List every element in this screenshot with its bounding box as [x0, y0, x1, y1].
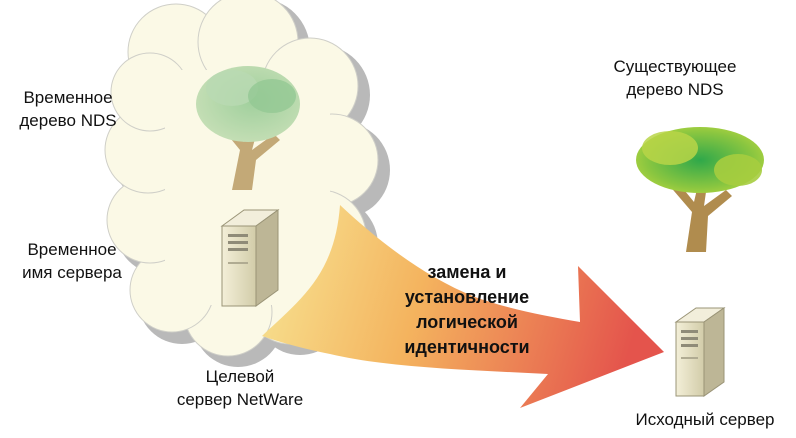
temp-tree-label-line2: дерево NDS [19, 111, 117, 130]
temp-server-name-line1: Временное [27, 240, 117, 259]
existing-tree-label-line2: дерево NDS [626, 80, 724, 99]
source-server-label: Исходный сервер [635, 410, 775, 429]
existing-tree-label-line1: Существующее [613, 57, 737, 76]
tree-icon [196, 66, 300, 190]
target-server-label-line2: сервер NetWare [176, 390, 304, 409]
temp-server-name-label: Временное имя сервера [12, 238, 132, 284]
server-icon [674, 307, 726, 397]
arrow-shape [262, 205, 664, 408]
arrow-caption-line3: логической [416, 312, 518, 332]
arrow-caption-line1: замена и [427, 262, 507, 282]
temp-server-name-line2: имя сервера [22, 263, 122, 282]
temp-tree-label: Временное дерево NDS [8, 86, 128, 132]
arrow-caption-line2: установление [404, 287, 530, 307]
tree-icon [636, 127, 764, 252]
arrow-caption-line4: идентичности [404, 337, 530, 357]
arrow-caption: замена и установление логической идентич… [392, 260, 542, 360]
temp-tree-label-line1: Временное [23, 88, 113, 107]
target-server-label: Целевой сервер NetWare [165, 365, 315, 411]
server-icon [220, 209, 280, 307]
target-server-label-line1: Целевой [205, 367, 275, 386]
existing-tree-label: Существующее дерево NDS [600, 55, 750, 101]
